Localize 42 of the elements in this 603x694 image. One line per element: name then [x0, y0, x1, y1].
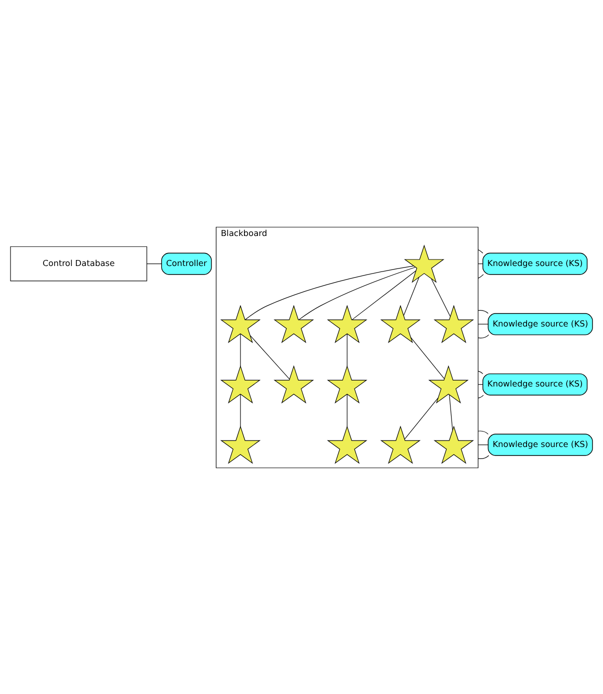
connector: [478, 394, 484, 398]
connector: [431, 278, 451, 316]
node-star: [326, 364, 368, 404]
node-box: Knowledge source (KS): [482, 372, 588, 395]
node-star: [274, 364, 314, 404]
node-box: Knowledge source (KS): [482, 252, 588, 274]
connector: [298, 266, 416, 320]
connector: [146, 263, 162, 264]
connector: [478, 444, 488, 445]
node-box: Control Database: [10, 246, 148, 281]
node-star: [326, 304, 368, 343]
node-star: [380, 425, 421, 464]
connector: [352, 270, 416, 320]
connector: [478, 454, 490, 459]
connector: [478, 274, 484, 278]
node-star: [220, 425, 261, 464]
cluster: Blackboard: [216, 226, 478, 468]
connector: [478, 263, 484, 264]
node-box: Knowledge source (KS): [488, 433, 593, 456]
node-star: [326, 425, 368, 464]
connector: [346, 333, 348, 366]
connector: [403, 276, 420, 316]
node-star: [404, 244, 444, 282]
node-star: [434, 304, 474, 343]
connector: [478, 334, 490, 338]
connector: [240, 333, 241, 366]
connector: [410, 336, 445, 379]
connector: [478, 310, 488, 314]
connector: [449, 394, 453, 430]
connector: [478, 370, 484, 374]
node-star: [380, 304, 421, 343]
connector: [244, 265, 414, 320]
node-star: [434, 425, 474, 464]
node-star: [428, 364, 469, 404]
node-box: Controller: [161, 252, 212, 274]
node-star: [220, 364, 261, 404]
connector: [478, 248, 484, 253]
node-star: [220, 304, 261, 343]
connector: [478, 323, 488, 324]
node-star: [274, 304, 314, 343]
node-box: Knowledge source (KS): [488, 312, 593, 335]
connector: [478, 430, 488, 434]
